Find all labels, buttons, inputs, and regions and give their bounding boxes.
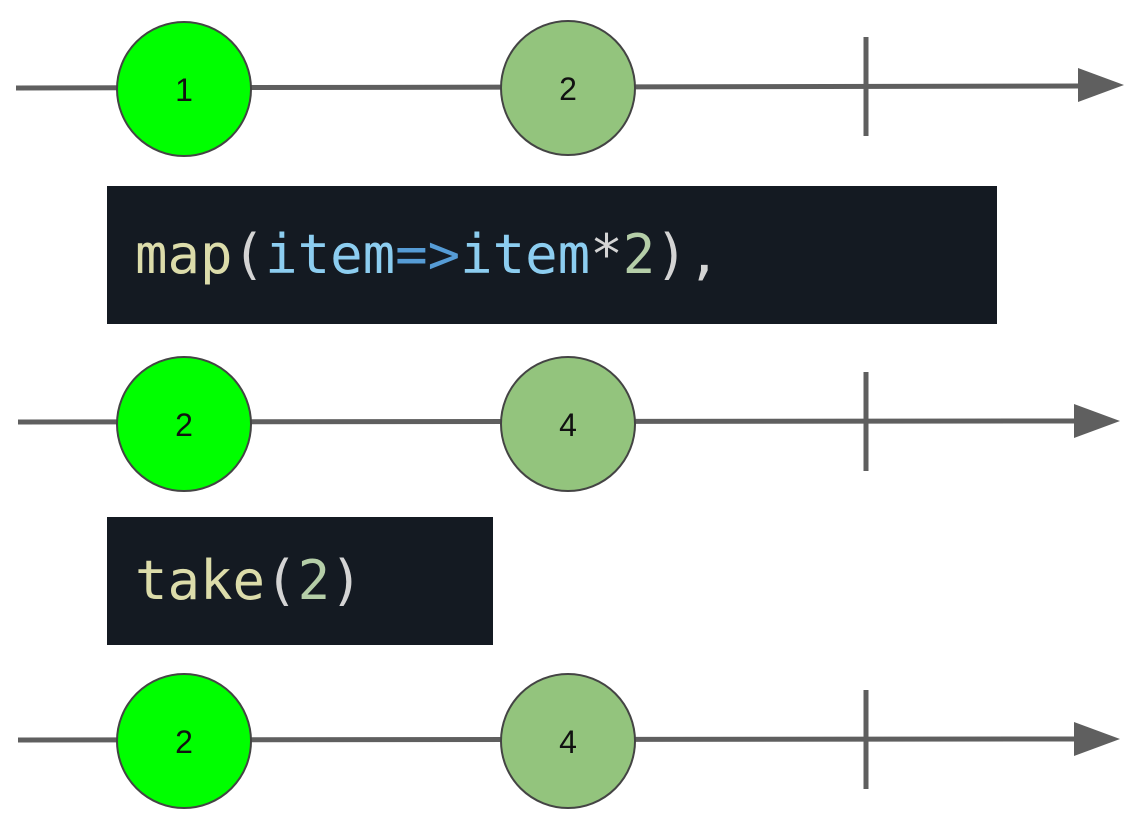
- code-paren-close: ),: [655, 223, 721, 286]
- marble: [116, 356, 252, 492]
- code-param: item: [265, 223, 396, 286]
- marble-label: 2: [175, 724, 193, 760]
- timeline-arrowhead: [1078, 68, 1124, 102]
- timeline-arrowhead: [1074, 404, 1120, 438]
- timeline-arrowhead: [1074, 722, 1120, 756]
- marble-label: 4: [559, 724, 577, 760]
- marble: [500, 356, 636, 492]
- marble-label: 2: [559, 71, 577, 107]
- code-function-name: take: [135, 549, 266, 612]
- timeline-taken: 2 4: [17, 673, 1120, 809]
- code-body-variable: item: [460, 223, 591, 286]
- timeline-source: 1 2: [15, 20, 1124, 157]
- marble-label: 4: [559, 407, 577, 443]
- code-paren-close: ): [330, 549, 363, 612]
- marble-label: 1: [175, 72, 193, 108]
- marble: [500, 673, 636, 809]
- timeline-mapped: 2 4: [17, 356, 1120, 492]
- marble: [116, 21, 252, 157]
- code-paren-open: (: [232, 223, 266, 286]
- marble: [116, 673, 252, 809]
- map-operator-code: map(item => item * 2),: [107, 186, 997, 324]
- code-arrow: =>: [395, 223, 461, 286]
- marble-label: 2: [175, 407, 193, 443]
- take-operator-code: take(2): [107, 517, 493, 645]
- code-function-name: map: [135, 223, 233, 286]
- code-number: 2: [297, 549, 331, 612]
- marble: [500, 20, 636, 156]
- code-operator: *: [590, 223, 623, 286]
- code-paren-open: (: [265, 549, 298, 612]
- code-number: 2: [622, 223, 656, 286]
